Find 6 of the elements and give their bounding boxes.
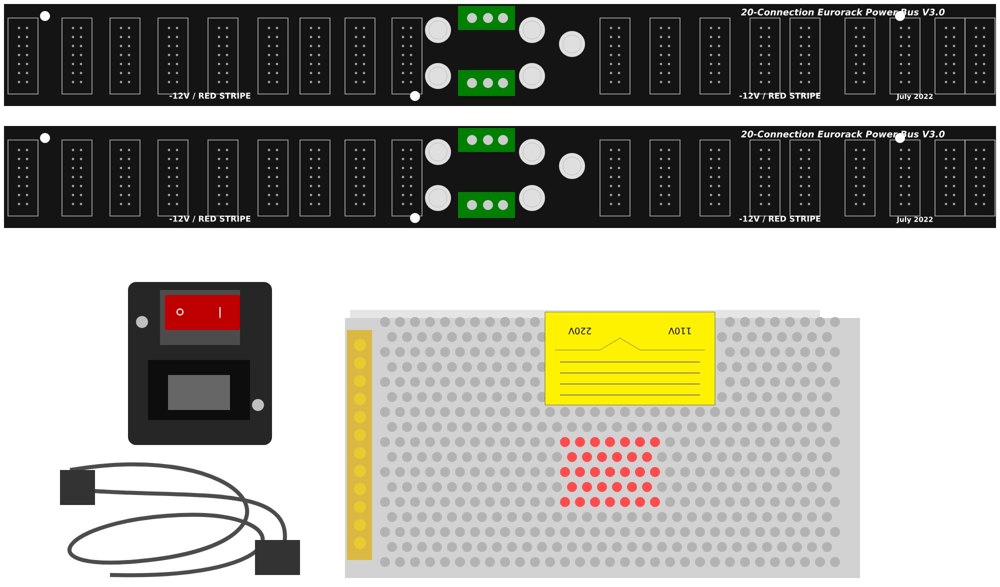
voltage-label: 110V — [668, 328, 691, 334]
board-label: -12V / RED STRIPE — [740, 216, 820, 222]
board-label: -12V / RED STRIPE — [740, 92, 820, 100]
voltage-label: 220V — [568, 328, 592, 334]
board-label: -12V / RED STRIPE — [170, 92, 250, 100]
board-label: -12V / RED STRIPE — [170, 216, 250, 222]
